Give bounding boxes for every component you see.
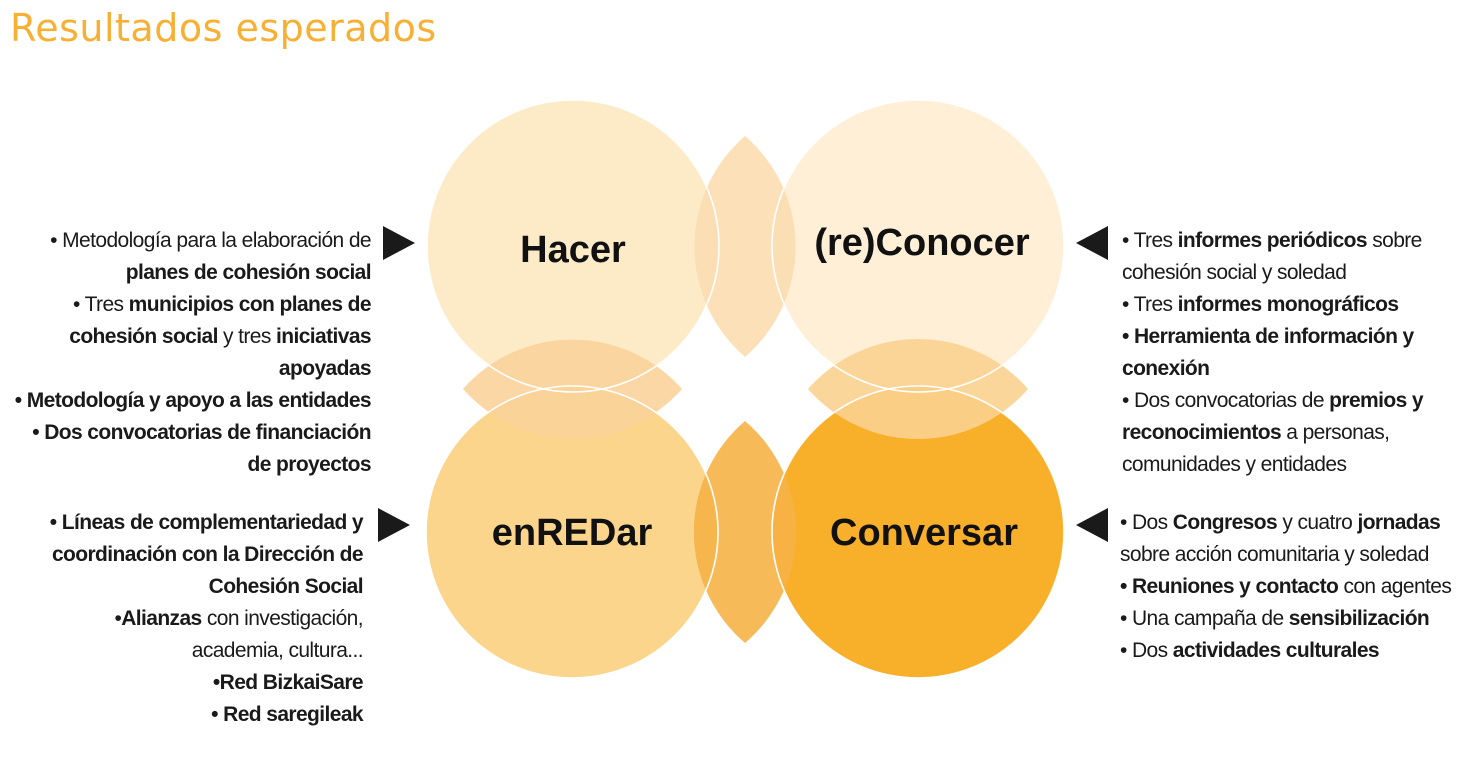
- reconocer-result-text: conexión: [1122, 357, 1210, 380]
- enredar-result-text: coordinación con la Dirección de: [51, 543, 364, 566]
- reconocer-result-line: cohesión social y soledad: [1122, 257, 1423, 289]
- conversar-result-text: • Reuniones y contacto: [1120, 575, 1339, 598]
- hacer-result-text: de proyectos: [247, 453, 371, 476]
- conversar-result-text: con agentes: [1338, 575, 1452, 598]
- enredar-result-text: • Red saregileak: [211, 703, 363, 726]
- conversar-result-line: • Reuniones y contacto con agentes: [1120, 571, 1452, 603]
- arrow-left-reconocer: [1076, 226, 1108, 260]
- circle-hacer: [427, 100, 719, 392]
- conversar-result-line: • Dos actividades culturales: [1120, 635, 1451, 667]
- label-hacer: Hacer: [520, 229, 626, 271]
- enredar-result-text: •Red BizkaiSare: [212, 671, 364, 694]
- label-enredar: enREDar: [492, 512, 653, 554]
- reconocer-result-line: comunidades y entidades: [1122, 449, 1423, 481]
- reconocer-result-text: sobre: [1366, 229, 1422, 252]
- enredar-result-line: • Líneas de complementariedad y: [49, 507, 364, 539]
- enredar-result-text: Alianzas: [121, 607, 202, 630]
- hacer-result-line: • Tres municipios con planes de: [15, 289, 372, 321]
- hacer-result-text: planes de cohesión social: [125, 261, 372, 284]
- hacer-result-line: de proyectos: [15, 449, 371, 481]
- reconocer-result-text: informes monográficos: [1177, 293, 1399, 316]
- reconocer-result-text: premios y: [1329, 389, 1423, 412]
- results-reconocer: • Tres informes periódicos sobre cohesión…: [1122, 225, 1424, 481]
- results-conversar: • Dos Congresos y cuatro jornadas sobre a…: [1120, 507, 1452, 667]
- arrow-left-conversar: [1076, 508, 1108, 542]
- conversar-result-line: • Dos Congresos y cuatro jornadas: [1120, 507, 1451, 539]
- hacer-result-line: apoyadas: [15, 353, 372, 385]
- conversar-result-line: sobre acción comunitaria y soledad: [1120, 539, 1451, 571]
- reconocer-result-line: • Tres informes periódicos sobre: [1122, 225, 1423, 257]
- label-reconocer: (re)Conocer: [814, 222, 1030, 264]
- overlap-left: [463, 339, 682, 439]
- reconocer-result-text: • Dos convocatorias de: [1122, 389, 1330, 412]
- circle-reconocer: [772, 100, 1064, 392]
- overlap-right: [808, 339, 1028, 439]
- circle-enredar: [426, 386, 718, 678]
- hacer-result-line: • Metodología para la elaboración de: [15, 225, 371, 257]
- reconocer-result-text: informes periódicos: [1177, 229, 1368, 252]
- results-enredar: • Líneas de complementariedad y coordinac…: [49, 507, 364, 731]
- enredar-result-line: •Alianzas con investigación,: [50, 603, 363, 635]
- hacer-result-text: iniciativas: [276, 325, 372, 348]
- hacer-result-line: • Dos convocatorias de financiación: [15, 417, 371, 449]
- conversar-result-text: sensibilización: [1288, 607, 1430, 630]
- page-title: Resultados esperados: [10, 6, 437, 50]
- hacer-result-text: apoyadas: [278, 357, 372, 380]
- conversar-result-text: actividades culturales: [1172, 639, 1380, 662]
- enredar-result-text: Cohesión Social: [208, 575, 364, 598]
- arrow-right-hacer: [383, 226, 415, 260]
- enredar-result-text: academia, cultura...: [191, 639, 364, 662]
- reconocer-result-line: conexión: [1122, 353, 1423, 385]
- enredar-result-text: con investigación,: [201, 607, 364, 630]
- enredar-result-line: •Red BizkaiSare: [50, 667, 364, 699]
- conversar-result-text: sobre acción comunitaria y soledad: [1120, 543, 1429, 566]
- hacer-result-line: • Metodología y apoyo a las entidades: [14, 385, 372, 417]
- reconocer-result-line: • Dos convocatorias de premios y: [1122, 385, 1424, 417]
- hacer-result-line: planes de cohesión social: [15, 257, 372, 289]
- conversar-result-text: y cuatro: [1277, 511, 1358, 534]
- arrow-right-enredar: [378, 508, 410, 542]
- reconocer-result-text: • Tres: [1122, 229, 1178, 252]
- hacer-result-text: • Tres: [73, 293, 129, 316]
- overlap-bottom: [693, 421, 797, 643]
- conversar-result-text: • Una campaña de: [1120, 607, 1289, 630]
- conversar-result-text: Congresos: [1172, 511, 1278, 534]
- conversar-result-text: • Dos: [1120, 511, 1173, 534]
- enredar-result-line: academia, cultura...: [50, 635, 364, 667]
- hacer-result-text: • Dos convocatorias de financiación: [32, 421, 371, 444]
- reconocer-result-text: reconocimientos: [1122, 421, 1282, 444]
- reconocer-result-text: comunidades y entidades: [1122, 453, 1347, 476]
- overlap-top: [694, 136, 796, 357]
- conversar-result-text: jornadas: [1357, 511, 1441, 534]
- hacer-result-text: cohesión social: [69, 325, 218, 348]
- conversar-result-text: • Dos: [1120, 639, 1173, 662]
- reconocer-result-line: • Tres informes monográficos: [1122, 289, 1423, 321]
- results-hacer: • Metodología para la elaboración de plan…: [14, 225, 372, 481]
- hacer-result-line: cohesión social y tres iniciativas: [15, 321, 371, 353]
- hacer-result-text: • Metodología y apoyo a las entidades: [14, 389, 372, 412]
- reconocer-result-line: reconocimientos a personas,: [1122, 417, 1423, 449]
- reconocer-result-text: a personas,: [1281, 421, 1390, 444]
- enredar-result-text: • Líneas de complementariedad y: [49, 511, 364, 534]
- hacer-result-text: • Metodología para la elaboración de: [50, 229, 371, 252]
- reconocer-result-text: cohesión social y soledad: [1122, 261, 1347, 284]
- enredar-result-line: coordinación con la Dirección de: [50, 539, 364, 571]
- circle-conversar: [772, 386, 1064, 678]
- enredar-result-line: Cohesión Social: [50, 571, 364, 603]
- hacer-result-text: municipios con planes de: [128, 293, 372, 316]
- reconocer-result-line: • Herramienta de información y: [1122, 321, 1423, 353]
- enredar-result-text: •: [114, 607, 122, 630]
- reconocer-result-text: • Herramienta de información y: [1122, 325, 1414, 348]
- enredar-result-line: • Red saregileak: [50, 699, 363, 731]
- reconocer-result-text: • Tres: [1122, 293, 1178, 316]
- label-conversar: Conversar: [830, 512, 1018, 554]
- hacer-result-text: y tres: [217, 325, 277, 348]
- conversar-result-line: • Una campaña de sensibilización: [1120, 603, 1451, 635]
